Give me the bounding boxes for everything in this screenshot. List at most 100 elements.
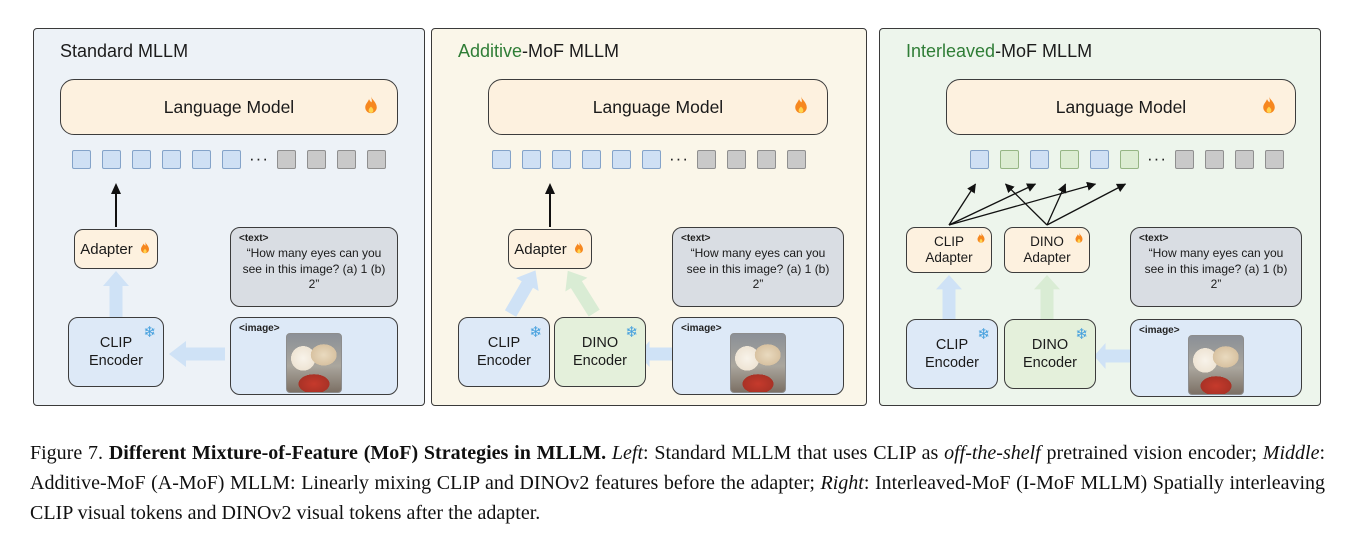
token-clip [522,149,541,169]
title-word: -MoF MLLM [995,41,1093,61]
token-clip [162,149,181,169]
clip-encoder-to-adapter-arrow [936,275,962,319]
token-text [276,149,296,169]
dino-encoder-to-adapter-arrow [1034,275,1060,319]
token-text [1174,149,1194,169]
token-clip [1030,149,1049,169]
token-row: ··· [940,149,1314,169]
snowflake-icon: ❄ [625,324,638,341]
dino-adapter-label: DINO Adapter [1023,233,1071,265]
prompt-question: “How many eyes can you see in this image… [686,246,830,292]
title-accent-word: Interleaved [906,41,996,61]
token-ellipsis: ··· [669,149,689,168]
dino-adapter-box: DINO Adapter [1004,227,1090,273]
image-tag: <image> [239,323,280,334]
text-tag: <text> [1139,233,1169,244]
token-text [336,149,356,169]
image-input-box: <image> [672,317,844,395]
token-clip [132,149,151,169]
token-text [726,149,746,169]
cat-photo [730,333,786,393]
text-prompt-box: <text> “How many eyes can you see in thi… [672,227,844,307]
interleave-crossing-arrows [948,181,1127,226]
fire-icon [572,241,586,257]
image-to-encoder-arrow [169,341,225,367]
fire-icon [791,96,811,119]
prompt-question: “How many eyes can you see in this image… [1144,246,1288,292]
fire-icon [975,232,987,246]
image-to-encoder-arrow [1094,343,1132,369]
panel-additive-mof-mllm: Additive-MoF MLLM Language Model ··· Ada… [431,28,867,406]
fire-icon [1259,96,1279,119]
title-word: Standard MLLM [60,41,189,61]
panel-standard-mllm: Standard MLLM Language Model ··· Adapter… [33,28,425,406]
caption-segment: Different Mixture-of-Feature (MoF) Strat… [108,442,607,464]
clip-encoder-box: CLIP Encoder ❄ [906,319,998,389]
fire-icon [1073,232,1085,246]
token-clip [612,149,631,169]
clip-encoder-box: CLIP Encoder ❄ [458,317,550,387]
clip-adapter-box: CLIP Adapter [906,227,992,273]
caption-segment: Middle [1262,442,1320,464]
dino-encoder-label: DINO Encoder [572,334,627,369]
language-model-label: Language Model [1055,96,1187,117]
cat-photo [286,333,342,393]
token-clip [222,149,241,169]
adapter-label: Adapter [80,240,133,258]
token-clip [102,149,121,169]
adapter-box: Adapter [508,229,592,269]
token-row: ··· [34,149,424,169]
token-ellipsis: ··· [1147,149,1167,168]
token-text [306,149,326,169]
image-tag: <image> [681,323,722,334]
cat-photo [1188,335,1244,395]
encoder-to-adapter-arrow [103,271,129,317]
snowflake-icon: ❄ [529,324,542,341]
image-to-encoder-arrow [638,341,676,367]
clip-to-adapter-arrow [504,270,539,317]
prompt-question: “How many eyes can you see in this image… [242,246,386,292]
panel-title-additive: Additive-MoF MLLM [458,41,619,62]
token-row: ··· [432,149,866,169]
caption-segment: : Additive-MoF (A-MoF) MLLM: Linearly mi… [30,442,1326,494]
language-model-label: Language Model [163,96,295,117]
adapter-to-tokens-arrow [111,183,121,227]
text-prompt-box: <text> “How many eyes can you see in thi… [1130,227,1302,307]
token-text [756,149,776,169]
dino-encoder-box: DINO Encoder ❄ [554,317,646,387]
token-dino [1000,149,1019,169]
token-clip [642,149,661,169]
text-tag: <text> [681,233,711,244]
image-tag: <image> [1139,325,1180,336]
caption-segment: Figure 7. [30,442,109,464]
token-clip [970,149,989,169]
image-input-box: <image> [1130,319,1302,397]
title-word: -MoF MLLM [522,41,620,61]
token-text [696,149,716,169]
token-dino [1060,149,1079,169]
dino-encoder-box: DINO Encoder ❄ [1004,319,1096,389]
fire-icon [138,241,152,257]
token-text [1264,149,1284,169]
language-model-box: Language Model [946,79,1296,135]
dino-encoder-label: DINO Encoder [1022,336,1077,371]
token-clip [492,149,511,169]
dino-to-adapter-arrow [565,270,600,317]
token-clip [1090,149,1109,169]
adapter-to-tokens-arrow [545,183,555,227]
token-ellipsis: ··· [249,149,269,168]
token-text [1204,149,1224,169]
caption-segment: : Standard MLLM that uses CLIP as [643,442,945,464]
clip-encoder-label: CLIP Encoder [924,336,979,371]
token-text [786,149,806,169]
snowflake-icon: ❄ [1075,326,1088,343]
snowflake-icon: ❄ [143,324,156,341]
figure-caption: Figure 7. Different Mixture-of-Feature (… [30,438,1325,528]
clip-adapter-label: CLIP Adapter [925,233,973,265]
token-clip [192,149,211,169]
token-text [1234,149,1254,169]
clip-encoder-box: CLIP Encoder ❄ [68,317,164,387]
title-accent-word: Additive [458,41,523,61]
caption-segment: off-the-shelf [944,442,1041,464]
language-model-box: Language Model [488,79,828,135]
